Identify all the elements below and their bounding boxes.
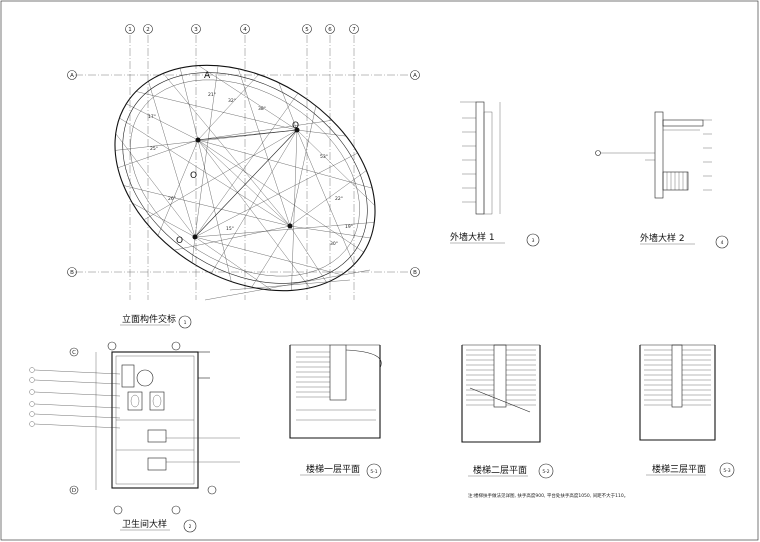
wall2-number: 4 <box>721 240 724 246</box>
grid-label-B-left: B <box>70 270 74 276</box>
stair2-number-bubble <box>538 463 554 479</box>
bath-axis-D: D <box>72 488 76 494</box>
grid-axis-bubbles-top: 1 2 3 4 5 6 7 <box>125 24 359 34</box>
grid-label-A-right: A <box>413 73 417 79</box>
svg-text:26°: 26° <box>168 196 176 202</box>
general-note: 注:楼梯扶手做法见详图, 扶手高度900, 平台处扶手高度1050, 间距不大于… <box>468 492 628 499</box>
stair-plan-1: 楼梯一层平面 5-1 <box>289 344 382 479</box>
wall-detail-2: 外墙大样 2 4 <box>595 111 729 249</box>
svg-text:30°: 30° <box>330 241 338 247</box>
elevation-number-bubble <box>178 315 192 329</box>
bathroom-detail: 立面构件交标 1 C D 卫生间大样 2 <box>29 313 240 533</box>
stair1-title: 楼梯一层平面 <box>306 463 360 475</box>
wall1-number: 3 <box>532 238 535 244</box>
stair-plan-3: 楼梯三层平面 5-3 <box>639 344 735 478</box>
stair2-number: 5-2 <box>542 469 549 475</box>
wall1-number-bubble <box>526 233 540 247</box>
stair1-number-bubble <box>366 463 382 479</box>
svg-text:19°: 19° <box>345 224 353 230</box>
svg-text:22°: 22° <box>335 196 343 202</box>
svg-text:21°: 21° <box>208 92 216 98</box>
stair2-title: 楼梯二层平面 <box>473 464 527 476</box>
plan-mark-O1: O <box>190 171 197 181</box>
elevation-number: 1 <box>184 320 187 326</box>
grid-label-2: 2 <box>146 27 150 33</box>
bath-axis-C: C <box>72 350 76 356</box>
plan-mark-O3: O <box>292 121 299 131</box>
grid-label-7: 7 <box>352 27 356 33</box>
grid-label-1: 1 <box>128 27 132 33</box>
radial-structure-lines <box>115 65 375 291</box>
angle-annotations: 21° 32° 17° 38° 53° 22° 19° 26° 30° 25° … <box>148 92 353 247</box>
grid-label-A-left: A <box>70 73 74 79</box>
bathroom-number-bubble <box>183 519 197 533</box>
curved-floor-plan: 1 2 3 4 5 6 7 A A B B A O O O <box>67 24 420 301</box>
stair3-number: 5-3 <box>723 468 730 474</box>
svg-text:17°: 17° <box>148 114 156 120</box>
svg-text:53°: 53° <box>320 154 328 160</box>
svg-text:15°: 15° <box>226 226 234 232</box>
plan-mark-A: A <box>204 71 211 81</box>
wall1-title: 外墙大样 1 <box>450 231 495 243</box>
grid-label-3: 3 <box>194 27 198 33</box>
svg-text:25°: 25° <box>150 146 158 152</box>
bathroom-number: 2 <box>189 524 192 530</box>
svg-text:38°: 38° <box>258 106 266 112</box>
focus-points: A O O O <box>176 71 300 246</box>
stair3-title: 楼梯三层平面 <box>652 463 706 475</box>
grid-label-5: 5 <box>305 27 309 33</box>
stair3-number-bubble <box>719 462 735 478</box>
grid-label-6: 6 <box>328 27 332 33</box>
grid-label-4: 4 <box>243 27 247 33</box>
inner-curved-wall <box>122 72 368 284</box>
svg-text:32°: 32° <box>228 98 236 104</box>
plan-mark-O2: O <box>176 236 183 246</box>
grid-axis-bubbles-side: A A B B <box>67 70 420 277</box>
elevation-title: 立面构件交标 <box>122 313 176 325</box>
bathroom-title: 卫生间大样 <box>122 518 167 530</box>
wall-detail-1: 外墙大样 1 3 <box>450 101 540 247</box>
wall2-title: 外墙大样 2 <box>640 232 685 244</box>
grid-label-B-right: B <box>413 270 417 276</box>
wall2-number-bubble <box>715 235 729 249</box>
stair-plan-2: 楼梯二层平面 5-2 <box>461 344 554 479</box>
stair1-number: 5-1 <box>370 469 377 475</box>
